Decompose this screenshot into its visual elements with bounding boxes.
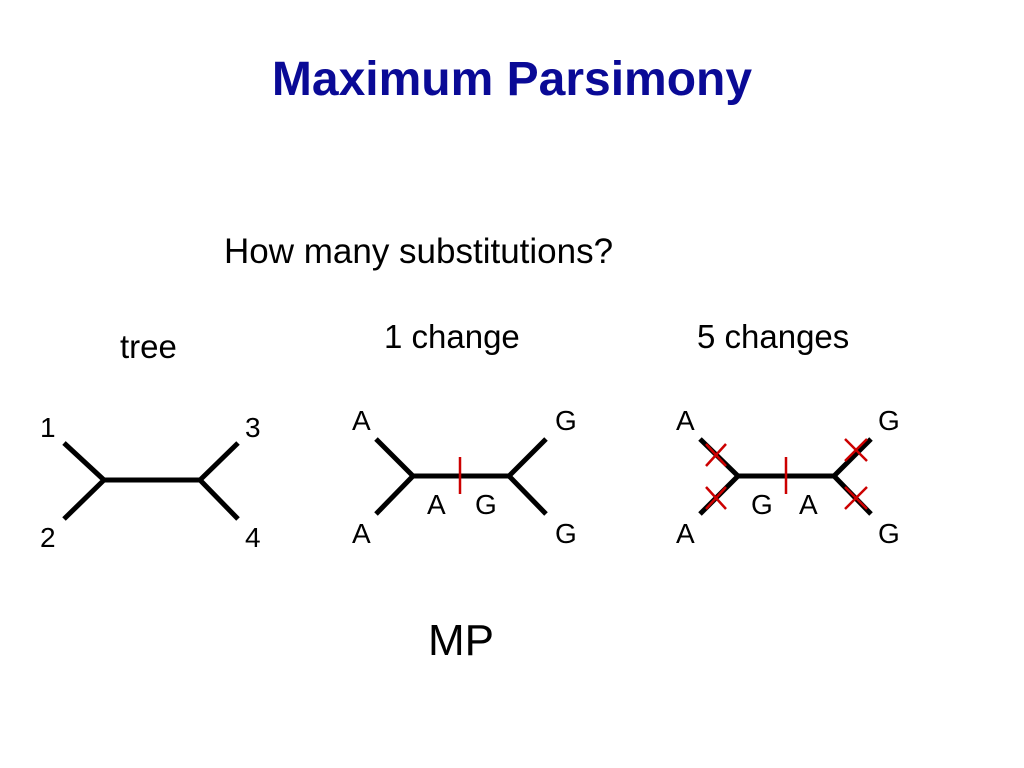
- leaf-label-top-left: A: [352, 405, 371, 436]
- tree-panel-title: tree: [120, 328, 177, 365]
- five-changes-panel-title: 5 changes: [697, 318, 850, 355]
- internal-node-label-left: G: [751, 489, 773, 520]
- leaf-label-top-left: A: [676, 405, 695, 436]
- one-change-tree: [374, 437, 548, 516]
- leaf-label-bottom-right: G: [878, 518, 900, 549]
- one-change-panel-title: 1 change: [384, 318, 520, 355]
- internal-node-label-right: G: [475, 489, 497, 520]
- leaf-label-4: 4: [245, 522, 261, 553]
- leaf-label-3: 3: [245, 412, 261, 443]
- leaf-label-1: 1: [40, 412, 56, 443]
- change-cross-top-right: [844, 438, 868, 462]
- branch-leaf-2: [62, 478, 106, 521]
- branch-leaf-3: [198, 441, 240, 482]
- branch-leaf-g-top: [832, 437, 873, 478]
- change-marks: [705, 438, 868, 510]
- branch-leaf-g-top: [507, 437, 548, 478]
- leaf-label-top-right: G: [878, 405, 900, 436]
- internal-node-label-right: A: [799, 489, 818, 520]
- leaf-label-top-right: G: [555, 405, 577, 436]
- change-cross-bottom-right: [844, 486, 868, 510]
- branch-leaf-1: [62, 441, 106, 482]
- question-text: How many substitutions?: [224, 232, 614, 271]
- branch-leaf-4: [198, 478, 240, 521]
- branch-leaf-g-bottom: [507, 474, 548, 516]
- change-cross-top-left: [705, 443, 727, 467]
- leaf-label-bottom-left: A: [676, 518, 695, 549]
- branch-leaf-a-top: [374, 437, 415, 478]
- slide-title: Maximum Parsimony: [271, 53, 753, 106]
- leaf-label-2: 2: [40, 522, 56, 553]
- change-cross-bottom-left: [705, 486, 727, 510]
- footer-label: MP: [428, 616, 494, 665]
- tree-diagram: [62, 441, 240, 521]
- leaf-label-bottom-left: A: [352, 518, 371, 549]
- internal-node-label-left: A: [427, 489, 446, 520]
- branch-leaf-a-bottom: [374, 474, 415, 516]
- leaf-label-bottom-right: G: [555, 518, 577, 549]
